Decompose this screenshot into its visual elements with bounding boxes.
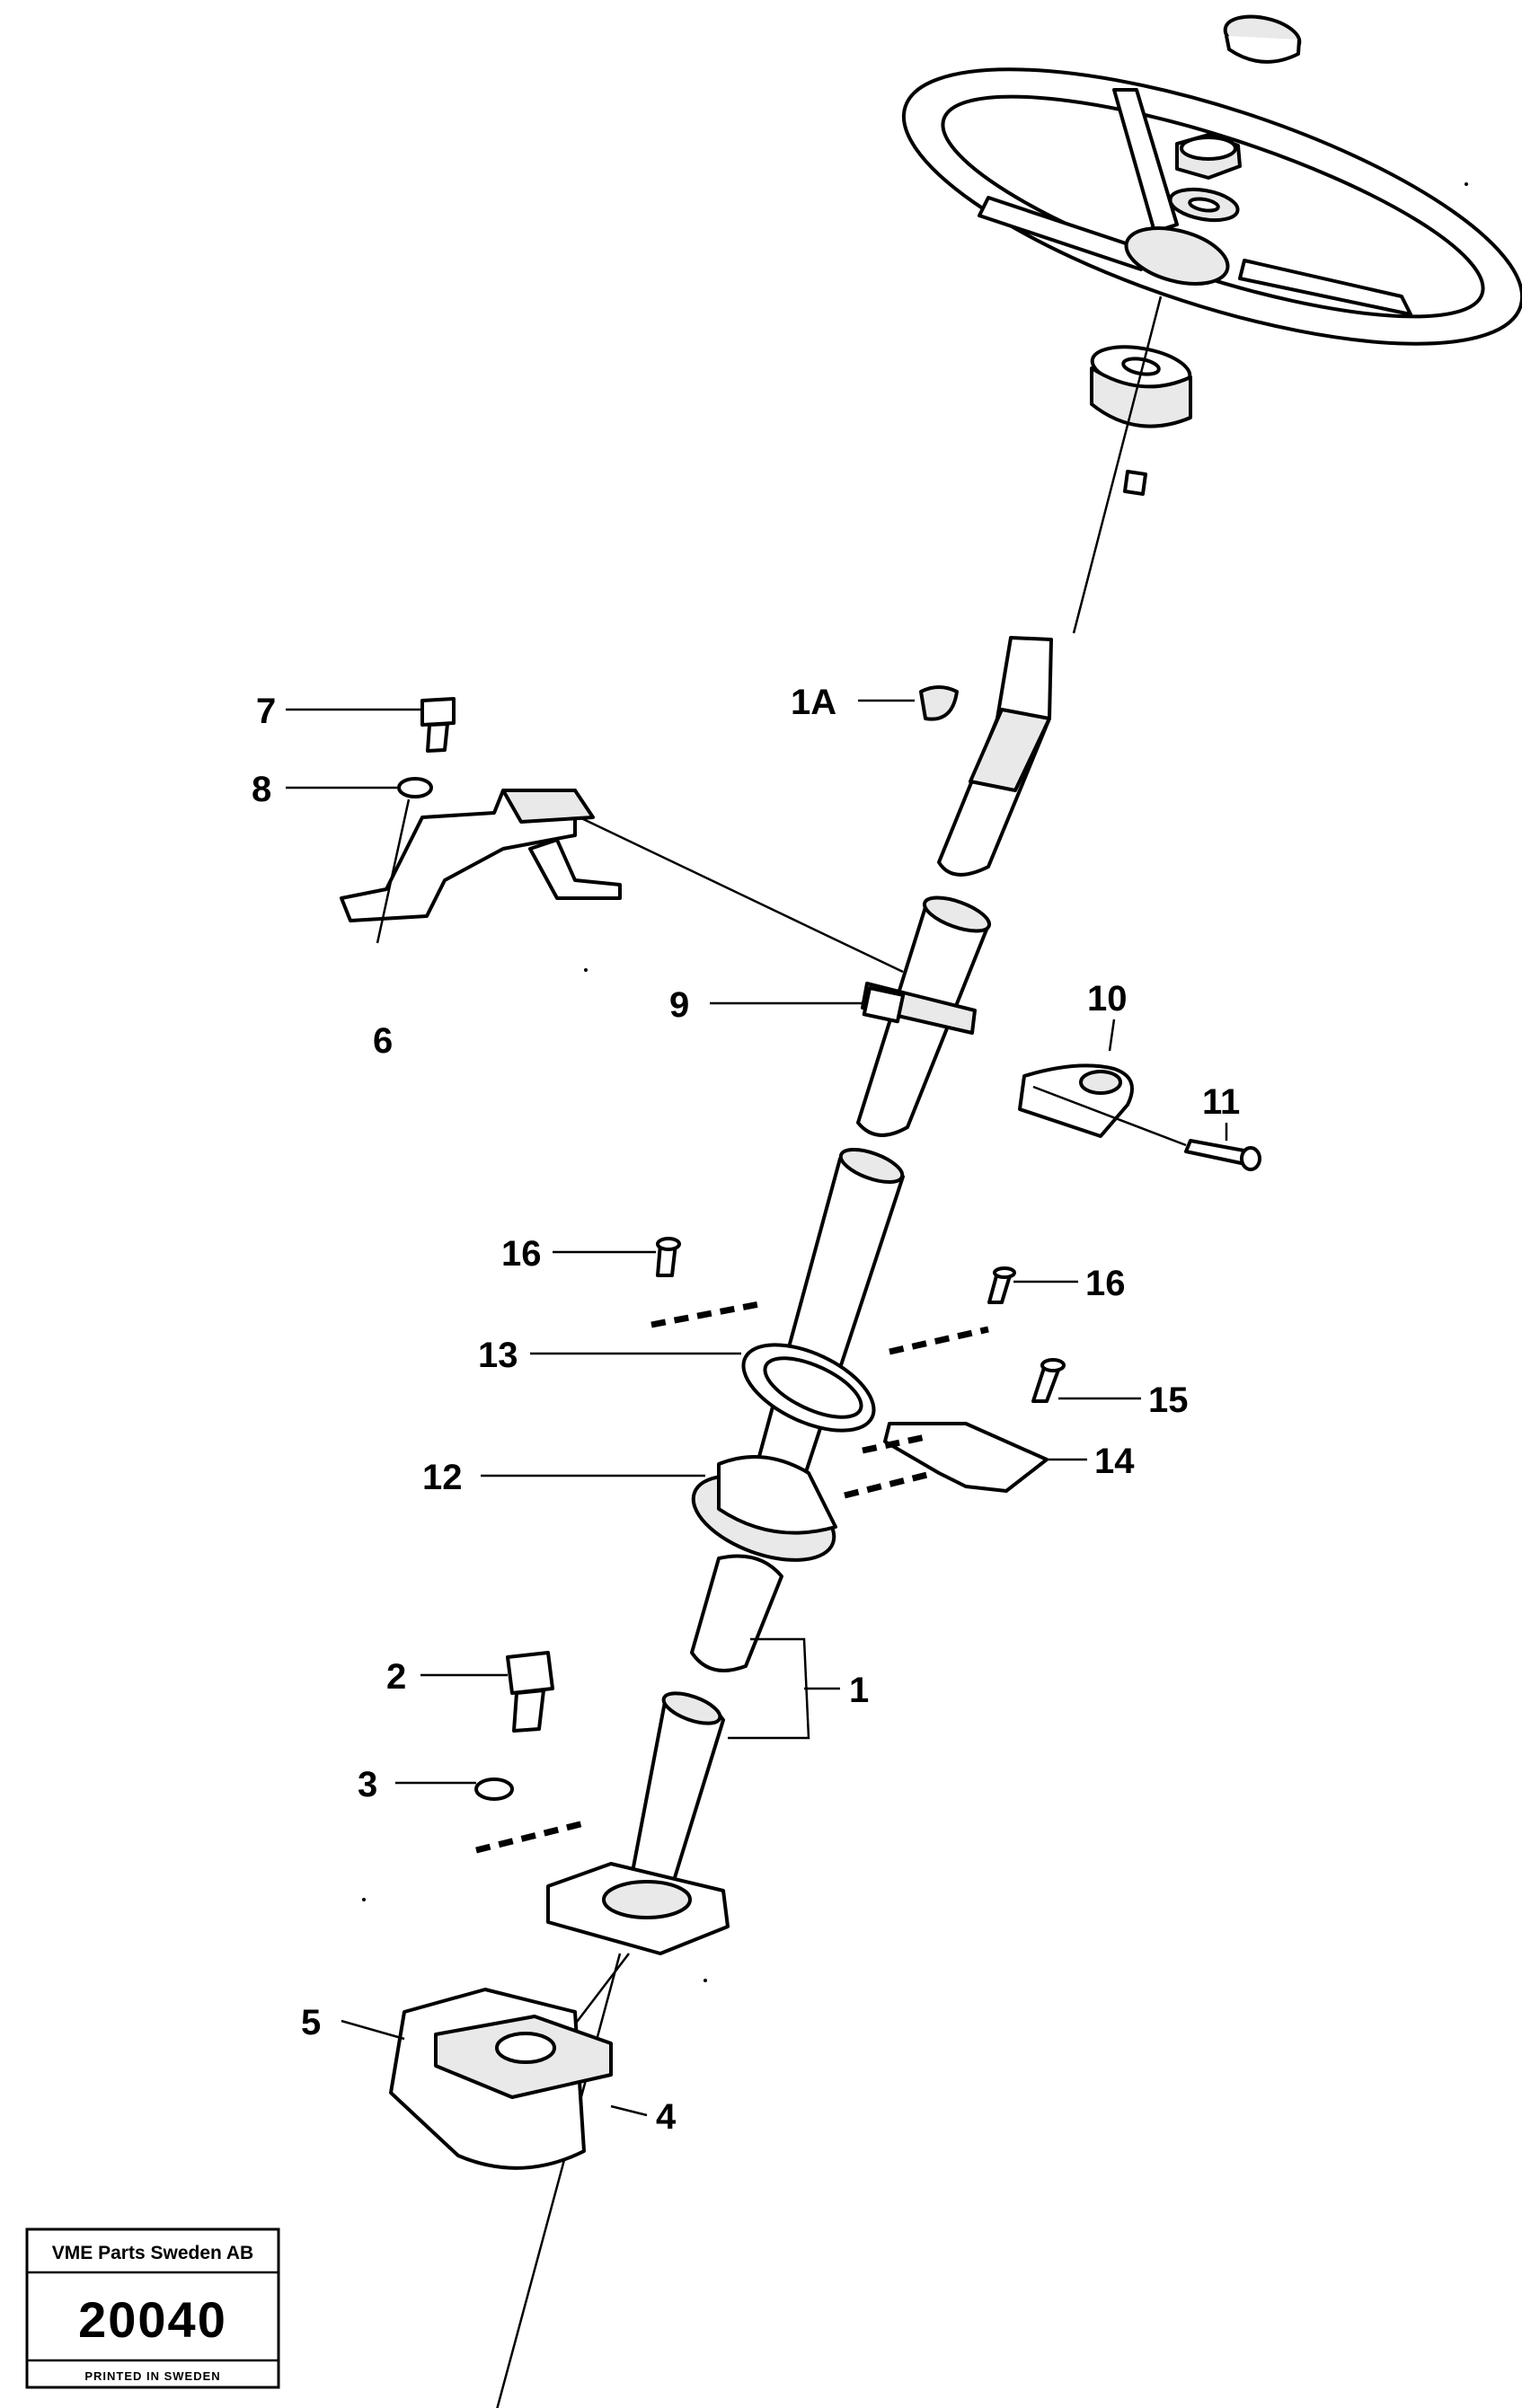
lower-housing <box>389 1988 613 2170</box>
wheel-nut <box>1175 133 1242 180</box>
woodruff-key <box>919 685 959 721</box>
callout-16-right: 16 <box>1013 1264 1126 1303</box>
clamp-bracket <box>1018 1063 1134 1138</box>
flange-washer <box>474 1777 514 1801</box>
callout-8: 8 <box>252 770 397 809</box>
mounting-bolt <box>420 697 456 753</box>
callout-11: 11 <box>1202 1082 1240 1141</box>
label-3: 3 <box>358 1765 377 1804</box>
boot-screw-left <box>656 1237 681 1277</box>
clamp-band <box>861 982 977 1035</box>
clamp-bolt <box>1184 1139 1261 1171</box>
mounting-bracket <box>340 789 622 922</box>
label-4: 4 <box>656 2097 677 2137</box>
label-14: 14 <box>1094 1442 1135 1481</box>
callout-14: 14 <box>1047 1442 1135 1481</box>
callout-9: 9 <box>669 985 867 1025</box>
callout-15: 15 <box>1058 1380 1189 1420</box>
label-12: 12 <box>422 1458 463 1497</box>
label-10: 10 <box>1087 979 1128 1019</box>
flange-bolt <box>506 1651 554 1733</box>
column-bushing <box>1090 345 1192 428</box>
column-tube-lower-b <box>627 1691 725 1897</box>
boot-screw-right <box>987 1266 1016 1304</box>
stamp-company: VME Parts Sweden AB <box>52 2243 253 2263</box>
column-tube-lower-a <box>690 1554 783 1672</box>
sealing-ring <box>741 1343 876 1433</box>
label-7: 7 <box>256 692 276 731</box>
stamp-printed: PRINTED IN SWEDEN <box>84 2369 220 2383</box>
label-11: 11 <box>1202 1082 1240 1122</box>
upper-steering-shaft <box>937 636 1053 877</box>
callout-4: 4 <box>610 2097 677 2137</box>
label-5: 5 <box>301 2003 321 2042</box>
label-6: 6 <box>373 1021 393 1061</box>
callout-7: 7 <box>256 692 420 731</box>
callout-16-left: 16 <box>501 1234 656 1274</box>
callout-2: 2 <box>386 1657 508 1697</box>
cover-plate <box>883 1422 1049 1493</box>
callout-6: 6 <box>373 1021 393 1061</box>
wheel-washer <box>1168 187 1240 223</box>
callout-3: 3 <box>358 1765 476 1804</box>
callout-12: 12 <box>422 1458 705 1497</box>
rubber-boot <box>691 1455 837 1562</box>
label-8: 8 <box>252 770 271 809</box>
set-screw <box>1123 470 1147 496</box>
mounting-washer <box>397 777 433 798</box>
label-15: 15 <box>1148 1380 1189 1420</box>
stamp-number: 20040 <box>78 2291 227 2348</box>
callout-1: 1 <box>728 1637 869 1740</box>
label-16-right: 16 <box>1085 1264 1126 1303</box>
floor-flange <box>546 1862 730 1955</box>
horn-cap <box>1223 14 1302 64</box>
title-stamp: VME Parts Sweden AB 20040 PRINTED IN SWE… <box>25 2227 280 2389</box>
label-16-left: 16 <box>501 1234 542 1274</box>
label-9: 9 <box>669 985 689 1025</box>
label-1: 1 <box>849 1671 869 1710</box>
callout-5: 5 <box>301 2003 405 2042</box>
label-2: 2 <box>386 1657 406 1697</box>
label-1a: 1A <box>791 683 836 722</box>
label-13: 13 <box>478 1336 518 1375</box>
callout-1a: 1A <box>791 683 915 722</box>
callout-13: 13 <box>478 1336 741 1375</box>
callout-10: 10 <box>1087 979 1128 1052</box>
plate-screw <box>1031 1358 1066 1403</box>
